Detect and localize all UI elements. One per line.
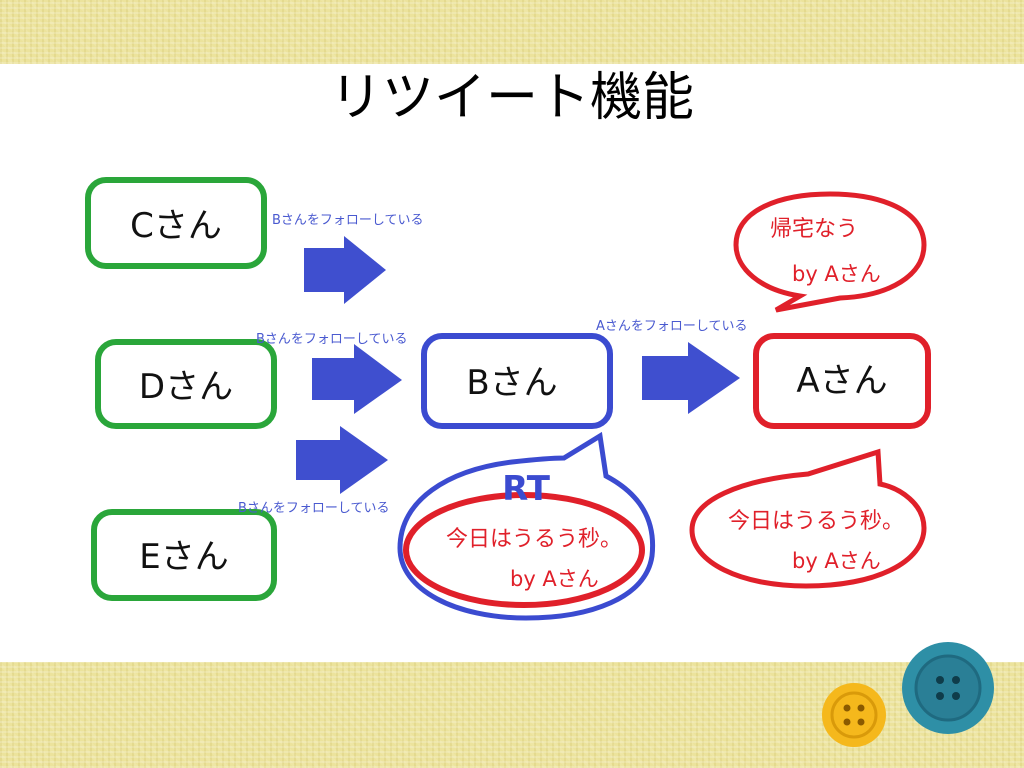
yellow-button-icon <box>822 683 886 747</box>
teal-button-icon <box>902 642 994 734</box>
a-tweet-2-by: by Aさん <box>792 549 881 573</box>
follow-label-b-to-a: Aさんをフォローしている <box>596 319 748 334</box>
b-retweet-text: 今日はうるう秒。 <box>446 527 622 552</box>
a-tweet-bubble-1 <box>733 191 927 313</box>
node-d-label: Dさん <box>139 367 233 407</box>
node-c-box <box>85 177 267 269</box>
arrow-d-to-b <box>312 344 402 414</box>
node-a-box <box>753 333 931 429</box>
b-retweet-by: by Aさん <box>510 567 599 591</box>
a-tweet-bubble-2 <box>689 448 927 589</box>
b-retweet-badge: RT <box>502 469 551 509</box>
follow-label-c-to-b: Bさんをフォローしている <box>272 213 424 228</box>
a-tweet-1-by: by Aさん <box>792 262 881 286</box>
b-retweet-inner-ellipse <box>403 492 645 608</box>
arrow-b-to-a <box>642 342 740 414</box>
arrow-e-to-b <box>296 426 388 494</box>
node-b-label: Bさん <box>466 363 557 403</box>
a-tweet-1-text: 帰宅なう <box>770 217 858 242</box>
follow-label-d-to-b: Bさんをフォローしている <box>256 332 408 347</box>
node-e-label: Eさん <box>139 537 228 577</box>
follow-label-e-to-b: Bさんをフォローしている <box>238 501 390 516</box>
arrow-c-to-b <box>304 236 386 304</box>
node-e-box <box>91 509 277 601</box>
top-decorative-band <box>0 0 1024 64</box>
node-b-box <box>421 333 613 429</box>
a-tweet-2-text: 今日はうるう秒。 <box>728 509 904 534</box>
slide-title: リツイート機能 <box>329 68 694 128</box>
node-a-label: Aさん <box>796 361 887 401</box>
node-c-label: Cさん <box>130 206 222 246</box>
node-d-box <box>95 339 277 429</box>
